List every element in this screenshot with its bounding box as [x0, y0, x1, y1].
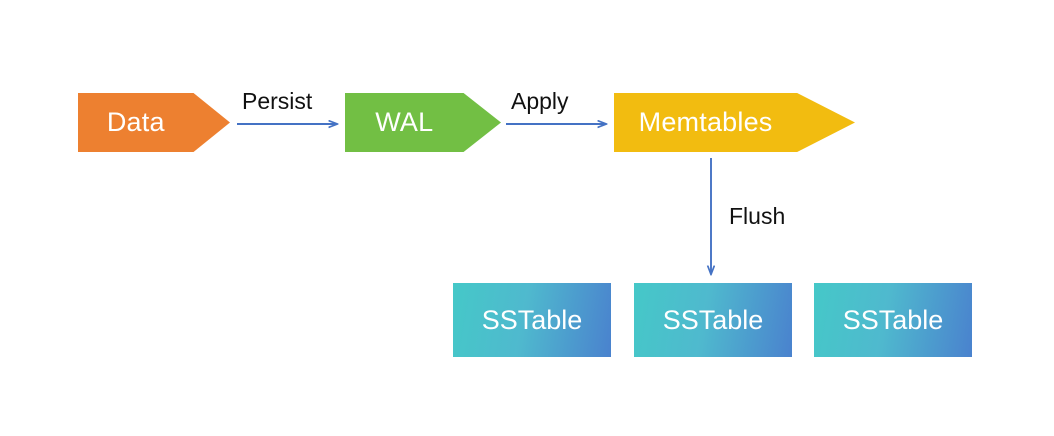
node-wal-label: WAL — [375, 107, 434, 137]
connector-label-flush: Flush — [729, 203, 786, 229]
connector-label-persist: Persist — [242, 88, 313, 114]
node-sstable-1-label: SSTable — [481, 304, 583, 335]
node-sstable-3[interactable]: SSTable — [814, 283, 972, 357]
node-wal[interactable]: WAL — [345, 93, 501, 152]
node-sstable-2-label: SSTable — [662, 304, 764, 335]
connector-label-apply: Apply — [511, 88, 569, 114]
node-sstable-2[interactable]: SSTable — [634, 283, 792, 357]
node-sstable-3-label: SSTable — [842, 304, 944, 335]
node-memtables[interactable]: Memtables — [614, 93, 855, 152]
node-data[interactable]: Data — [78, 93, 230, 152]
node-data-label: Data — [106, 107, 165, 137]
node-sstable-1[interactable]: SSTable — [453, 283, 611, 357]
node-memtables-label: Memtables — [638, 107, 773, 137]
